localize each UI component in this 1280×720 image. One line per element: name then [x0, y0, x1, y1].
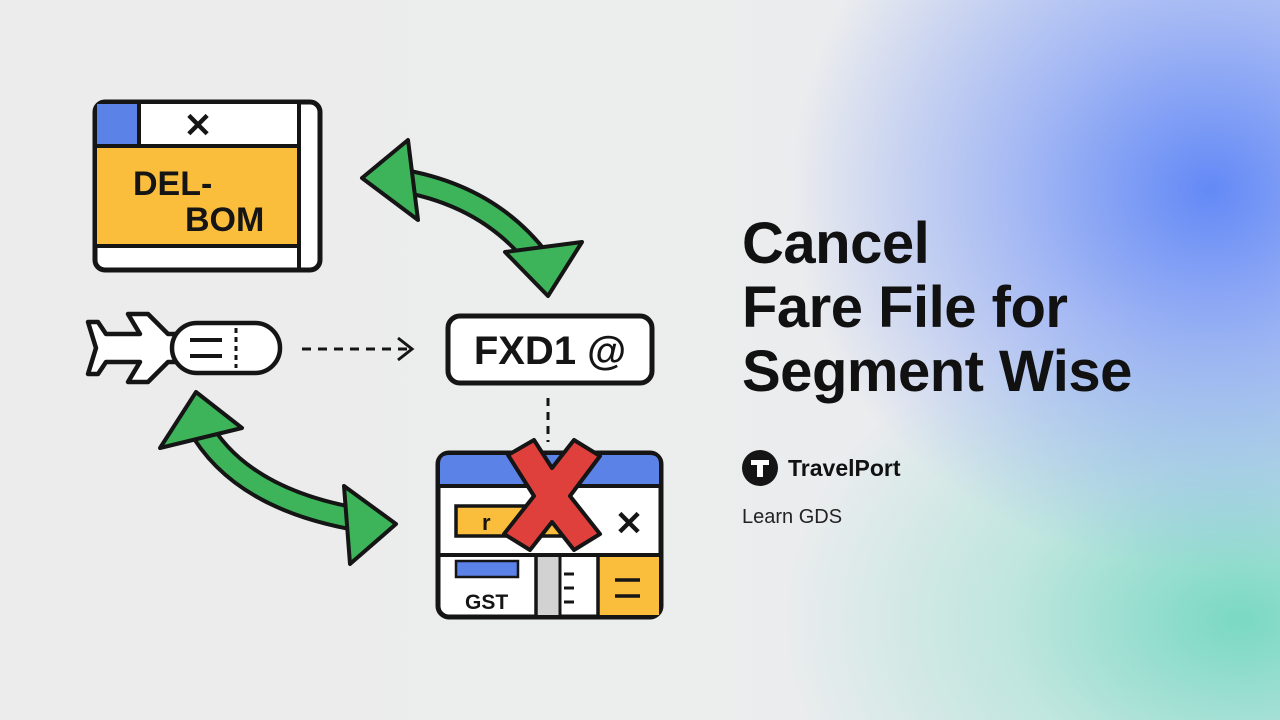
title-line-2: Fare File for [742, 275, 1068, 340]
route-card-close-glyph: ✕ [184, 107, 213, 145]
route-card: ✕ DEL- BOM [92, 99, 323, 273]
dashed-arrow [302, 336, 415, 362]
fare-field-text: r [482, 510, 491, 535]
fare-panel-close-glyph: ✕ [615, 505, 644, 543]
travelport-t-logo-icon [742, 450, 778, 486]
fare-file-diagram: ✕ DEL- BOM FXD1 @ [85, 99, 664, 620]
gst-label: GST [465, 591, 508, 614]
ticket-capsule-icon [169, 320, 283, 376]
brand: TravelPort [742, 450, 901, 486]
green-double-arrow-top [360, 138, 584, 298]
brand-name: TravelPort [788, 454, 901, 481]
page-title: Cancel Fare File for Segment Wise [742, 212, 1262, 404]
command-box: FXD1 @ [445, 313, 655, 386]
fare-panel: r ✕ GST [435, 450, 664, 620]
airplane-icon [85, 311, 181, 385]
title-line-3: Segment Wise [742, 339, 1132, 404]
route-destination-text: BOM [185, 201, 264, 239]
tagline: Learn GDS [742, 506, 843, 528]
title-line-1: Cancel [742, 211, 930, 276]
red-cross-icon [502, 438, 602, 552]
route-origin-text: DEL- [133, 165, 212, 203]
green-double-arrow-bottom [158, 390, 398, 566]
fxd-command-text: FXD1 @ [474, 329, 626, 373]
